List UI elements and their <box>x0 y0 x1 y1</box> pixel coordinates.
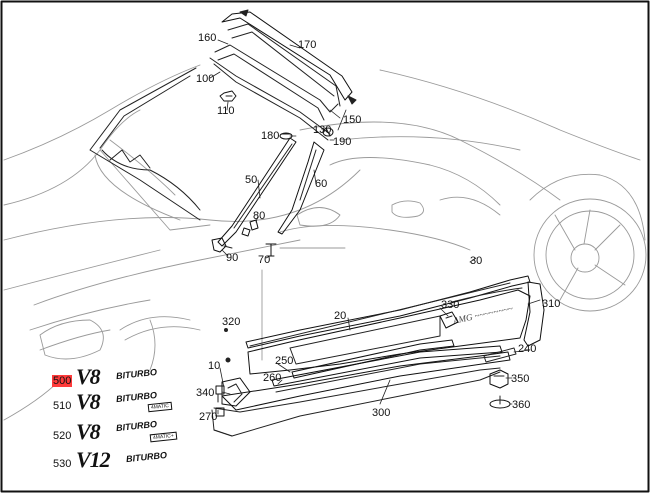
emblem-510-v8: V8 <box>76 389 101 414</box>
pillar-trims <box>211 127 334 257</box>
roof-frame-parts <box>89 9 357 221</box>
callout-150[interactable]: 150 <box>343 114 362 126</box>
callout-170[interactable]: 170 <box>298 39 317 51</box>
callout-530[interactable]: 530 <box>53 458 72 470</box>
callout-250[interactable]: 250 <box>275 355 294 367</box>
callout-340[interactable]: 340 <box>196 387 215 399</box>
callout-80[interactable]: 80 <box>253 210 266 222</box>
callout-110[interactable]: 110 <box>217 105 235 117</box>
callout-350[interactable]: 350 <box>511 373 530 385</box>
car-body-outline <box>3 64 647 421</box>
callout-360[interactable]: 360 <box>512 399 531 411</box>
callout-310[interactable]: 310 <box>542 298 561 310</box>
callout-20[interactable]: 20 <box>334 310 347 322</box>
callout-240[interactable]: 240 <box>518 343 537 355</box>
svg-text:AMG ~~~~~~~~: AMG ~~~~~~~~ <box>451 303 514 326</box>
callout-180[interactable]: 180 <box>261 130 280 142</box>
callout-70[interactable]: 70 <box>258 254 271 266</box>
callout-100[interactable]: 100 <box>196 73 215 85</box>
callout-10[interactable]: 10 <box>208 360 221 372</box>
emblem-520-v8: V8 <box>76 419 101 444</box>
callout-510[interactable]: 510 <box>53 400 72 412</box>
callout-300[interactable]: 300 <box>372 407 391 419</box>
callout-520[interactable]: 520 <box>53 430 72 442</box>
callout-50[interactable]: 50 <box>245 174 258 186</box>
callout-190[interactable]: 190 <box>333 136 352 148</box>
callout-260[interactable]: 260 <box>263 372 282 384</box>
emblem-500-v8: V8 <box>76 364 101 389</box>
callout-500[interactable]: 500 <box>52 375 73 387</box>
callout-320[interactable]: 320 <box>222 316 241 328</box>
callout-270[interactable]: 270 <box>199 411 218 423</box>
callout-330[interactable]: 330 <box>441 299 460 311</box>
callout-160[interactable]: 160 <box>198 32 217 44</box>
emblem-530-v12: V12 <box>76 447 111 472</box>
callout-30[interactable]: 30 <box>470 255 483 267</box>
callout-60[interactable]: 60 <box>315 178 328 190</box>
callout-130[interactable]: 130 <box>313 124 332 136</box>
callout-90[interactable]: 90 <box>226 252 239 264</box>
leader-lines <box>209 39 541 415</box>
